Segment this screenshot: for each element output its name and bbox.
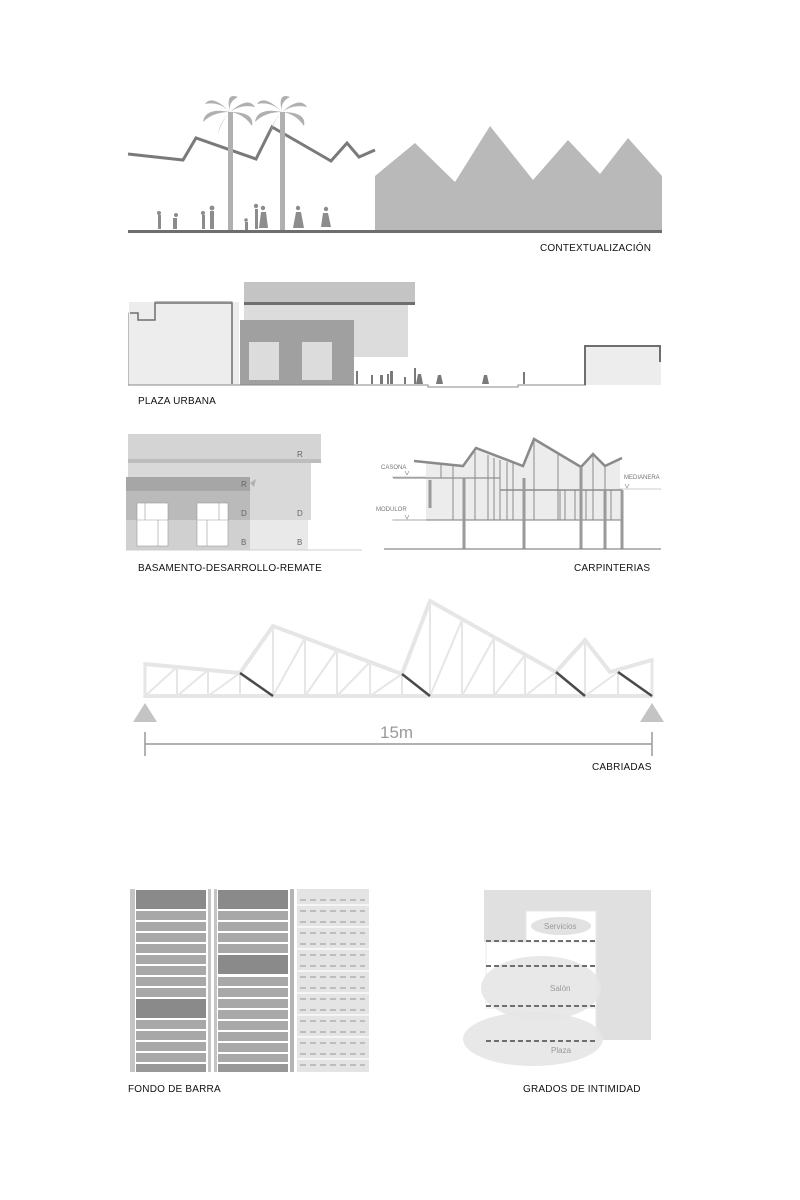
- accent-members: [239, 670, 653, 698]
- palm-tree-icon: [255, 96, 307, 231]
- caption-cabriadas: CABRIADAS: [592, 762, 652, 773]
- fondo-de-barra-drawing: [130, 889, 369, 1072]
- contextualizacion-panel: CONTEXTUALIZACIÓN: [0, 0, 800, 265]
- support-triangle-icon: [133, 703, 157, 722]
- label-casona: CASONA: [381, 465, 406, 471]
- caption-contextualizacion: CONTEXTUALIZACIÓN: [540, 243, 652, 254]
- dimension-label: 15m: [380, 723, 413, 742]
- plaza-ground: [128, 384, 586, 388]
- label-d-left: D: [241, 509, 247, 518]
- label-plaza: Plaza: [551, 1046, 572, 1055]
- caption-basamento: BASAMENTO-DESARROLLO-REMATE: [138, 563, 322, 574]
- roof-line: [413, 437, 623, 469]
- palm-tree-icon: [203, 96, 255, 231]
- window: [302, 342, 332, 380]
- carpinterias-panel: CASONA MODULOR MEDIANERA CARPINTERIAS: [376, 437, 661, 574]
- plaza-urbana-drawing: [128, 282, 661, 388]
- caption-plaza-urbana: PLAZA URBANA: [138, 396, 216, 407]
- strip-middle: [218, 890, 288, 1072]
- grados-de-intimidad-panel: Servicios Salón Plaza GRADOS DE INTIMIDA…: [463, 890, 651, 1095]
- support-triangle-icon: [640, 703, 664, 722]
- truss-drawing: 15m: [133, 598, 664, 756]
- carpinterias-drawing: CASONA MODULOR MEDIANERA: [376, 437, 661, 550]
- sawtooth-building: [375, 126, 662, 231]
- zone-servicios: [531, 917, 591, 935]
- label-b-right: B: [297, 538, 302, 547]
- neighbour-building-right: [585, 347, 661, 385]
- label-r-lower: R: [241, 480, 247, 489]
- label-r-upper: R: [297, 450, 303, 459]
- label-medianera: MEDIANERA: [624, 475, 660, 481]
- basamento-panel: R R D D B B BASAMENTO-DESARROLLO-REMATE: [0, 0, 380, 585]
- zone-plaza: [463, 1012, 603, 1066]
- basamento-drawing: R R D D B B: [126, 434, 362, 551]
- plaza-urbana-panel: PLAZA URBANA: [0, 0, 800, 425]
- dimension-line: [144, 732, 653, 756]
- fondo-de-barra-panel: FONDO DE BARRA: [0, 0, 400, 1105]
- window: [249, 342, 279, 380]
- label-servicios: Servicios: [544, 922, 576, 931]
- people-figures: [356, 368, 525, 384]
- roof-line: [127, 124, 376, 163]
- caption-carpinterias: CARPINTERIAS: [574, 563, 651, 574]
- ground-line: [128, 230, 662, 233]
- intimidad-drawing: Servicios Salón Plaza: [463, 890, 651, 1066]
- caption-fondo-de-barra: FONDO DE BARRA: [128, 1084, 221, 1095]
- cabriadas-panel: 15m CABRIADAS: [133, 598, 664, 773]
- label-b-left: B: [241, 538, 246, 547]
- people-figures: [157, 203, 331, 230]
- contextualizacion-drawing: [127, 96, 662, 233]
- label-salon: Salón: [550, 984, 570, 993]
- strip-left: [136, 890, 206, 1072]
- label-d-right: D: [297, 509, 303, 518]
- zone-salon: [481, 956, 601, 1020]
- label-modulor: MODULOR: [376, 507, 407, 513]
- strip-right-dashed: [300, 899, 365, 1066]
- upper-volume: [244, 282, 415, 303]
- caption-grados-de-intimidad: GRADOS DE INTIMIDAD: [523, 1084, 641, 1095]
- window: [136, 502, 229, 547]
